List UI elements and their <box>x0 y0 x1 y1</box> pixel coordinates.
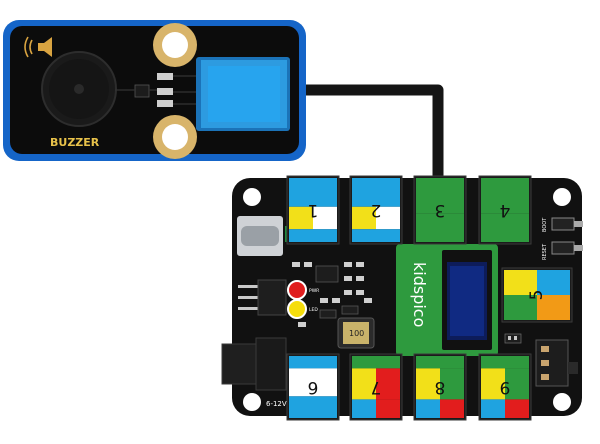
port-label-6: 6 <box>308 377 319 397</box>
small-header <box>504 333 522 344</box>
pwr-led <box>287 280 307 300</box>
port-1[interactable]: 1 <box>286 175 340 245</box>
port-6[interactable]: 6 <box>286 353 340 421</box>
board-hole-tl <box>243 188 261 206</box>
port-5[interactable]: 5 <box>501 267 573 323</box>
reset-button[interactable] <box>551 241 583 255</box>
side-switch[interactable] <box>535 339 578 387</box>
pico-module[interactable] <box>396 244 498 356</box>
resistor-2 <box>157 88 173 95</box>
board-hole-tr <box>553 188 571 206</box>
side-pin-header <box>238 279 287 316</box>
boot-label: BOOT <box>542 217 548 232</box>
buzzer-label: BUZZER <box>50 136 100 149</box>
mounting-hole-top <box>153 23 197 67</box>
port-label-9: 9 <box>500 377 511 397</box>
buzzer-component <box>41 51 117 127</box>
port-4[interactable]: 4 <box>478 175 532 245</box>
port-9[interactable]: 9 <box>478 353 532 421</box>
inductor-value: 100 <box>349 329 364 338</box>
board-hole-br <box>553 393 571 411</box>
port-8[interactable]: 8 <box>413 353 467 421</box>
status-led <box>287 299 307 319</box>
connection-cable <box>292 84 444 178</box>
smd-components <box>292 262 372 327</box>
dc-power-jack[interactable] <box>221 337 287 391</box>
inductor <box>337 317 375 349</box>
port-label-3: 3 <box>435 200 446 220</box>
power-label: 6-12V <box>266 400 287 408</box>
ports-group: 1 2 3 4 5 6 7 8 9 <box>286 175 573 421</box>
port-label-7: 7 <box>371 377 382 397</box>
port-label-2: 2 <box>371 200 382 220</box>
resistor-1 <box>157 73 173 80</box>
port-label-8: 8 <box>435 377 446 397</box>
boot-button[interactable] <box>551 217 583 231</box>
port-2[interactable]: 2 <box>349 175 403 245</box>
port-label-5: 5 <box>527 290 547 301</box>
mounting-hole-bottom <box>153 115 197 159</box>
reset-label: RESET <box>542 243 548 260</box>
port-3[interactable]: 3 <box>413 175 467 245</box>
port-label-4: 4 <box>500 200 511 220</box>
port-label-1: 1 <box>308 200 319 220</box>
resistor-3 <box>157 100 173 107</box>
speaker-icon <box>24 36 52 58</box>
buzzer-module[interactable]: BUZZER <box>3 20 306 161</box>
transistor <box>134 84 150 98</box>
buzzer-connector[interactable] <box>196 57 290 131</box>
status-led-label: LED <box>309 307 318 313</box>
board-hole-bl <box>243 393 261 411</box>
usb-c-port[interactable] <box>237 216 283 256</box>
main-board[interactable]: 6-12V PWR LED <box>221 175 583 421</box>
pwr-led-label: PWR <box>309 288 319 294</box>
port-7[interactable]: 7 <box>349 353 403 421</box>
brand-label: kidspico <box>410 262 429 327</box>
